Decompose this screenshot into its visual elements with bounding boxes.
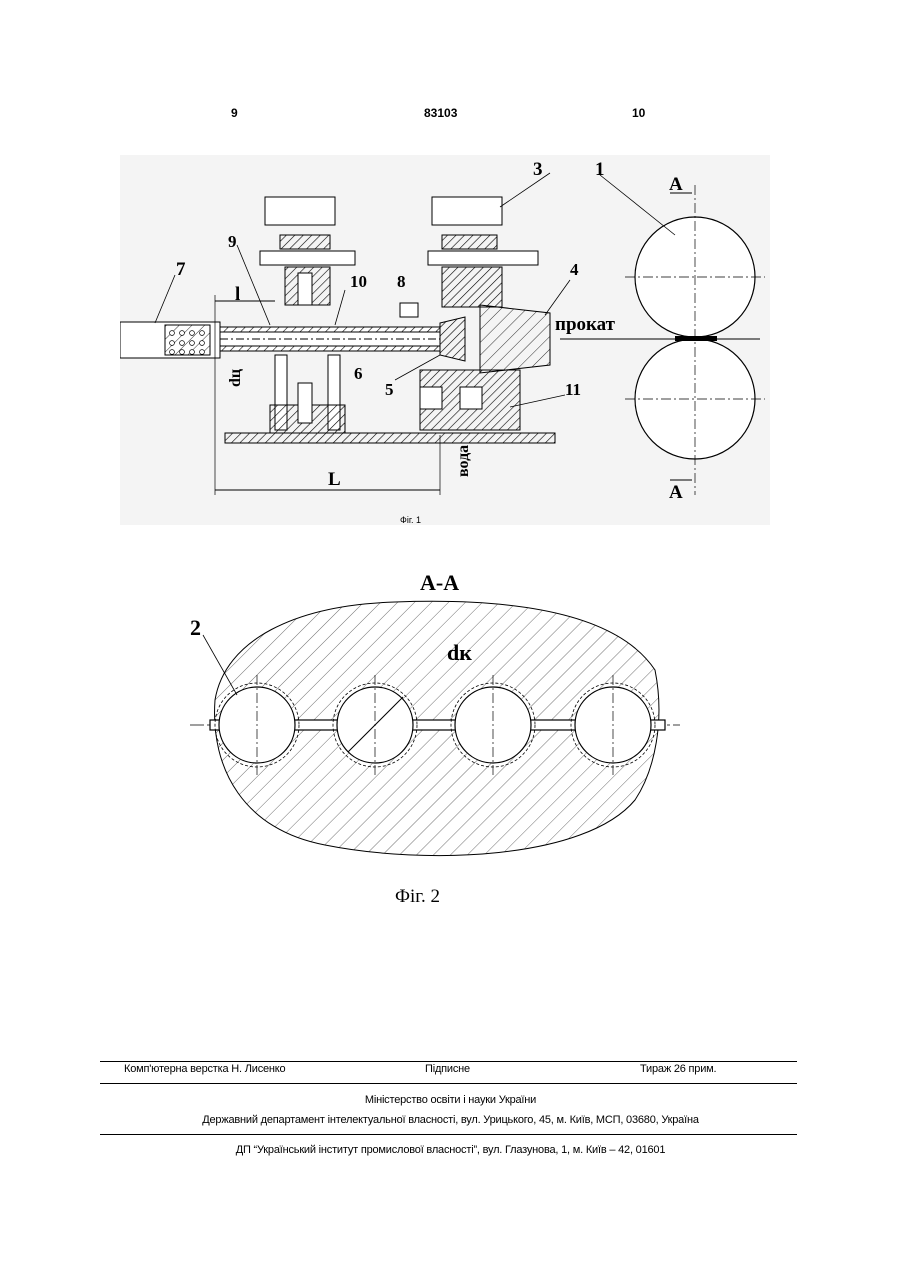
dimension-L: L (328, 469, 341, 490)
label-10: 10 (350, 272, 367, 291)
figure-1-drawing: 1 3 4 5 6 7 8 9 10 11 A A l L прокат dц … (120, 155, 770, 525)
dimension-l: l (235, 284, 240, 305)
dimension-dc: dц (227, 369, 244, 387)
label-5: 5 (385, 380, 394, 399)
label-4: 4 (570, 260, 579, 279)
figure-2-caption: Фіг. 2 (395, 886, 440, 908)
ministry-name: Міністерство освіти і науки України (0, 1094, 901, 1106)
page-number-right: 10 (632, 106, 645, 120)
label-voda: вода (455, 445, 472, 477)
institute-address: ДП “Український інститут промислової вла… (0, 1144, 901, 1156)
label-8: 8 (397, 272, 406, 291)
figure-1-caption: Фіг. 1 (400, 515, 421, 525)
label-7: 7 (176, 259, 186, 280)
footer-rule-middle (100, 1083, 797, 1084)
dimension-dk: dк (447, 640, 472, 665)
figure-2-drawing: A-A 2 dк (185, 560, 685, 880)
footer-rule-top (100, 1061, 797, 1062)
label-9: 9 (228, 232, 237, 251)
label-2: 2 (190, 615, 201, 640)
signed-label: Підписне (425, 1063, 470, 1075)
label-3: 3 (533, 159, 543, 180)
circulation: Тираж 26 прим. (640, 1063, 716, 1075)
footer-rule-bottom (100, 1134, 797, 1135)
label-11: 11 (565, 380, 581, 399)
section-mark-bottom: A (669, 482, 683, 503)
department-address: Державний департамент інтелектуальної вл… (0, 1114, 901, 1126)
typesetting-credit: Комп'ютерна верстка Н. Лисенко (124, 1063, 285, 1075)
label-6: 6 (354, 364, 363, 383)
label-1: 1 (595, 159, 605, 180)
label-prokat: прокат (555, 314, 616, 335)
patent-number: 83103 (424, 106, 457, 120)
section-title: A-A (420, 570, 459, 595)
page-number-left: 9 (231, 106, 238, 120)
section-mark-top: A (669, 174, 683, 195)
